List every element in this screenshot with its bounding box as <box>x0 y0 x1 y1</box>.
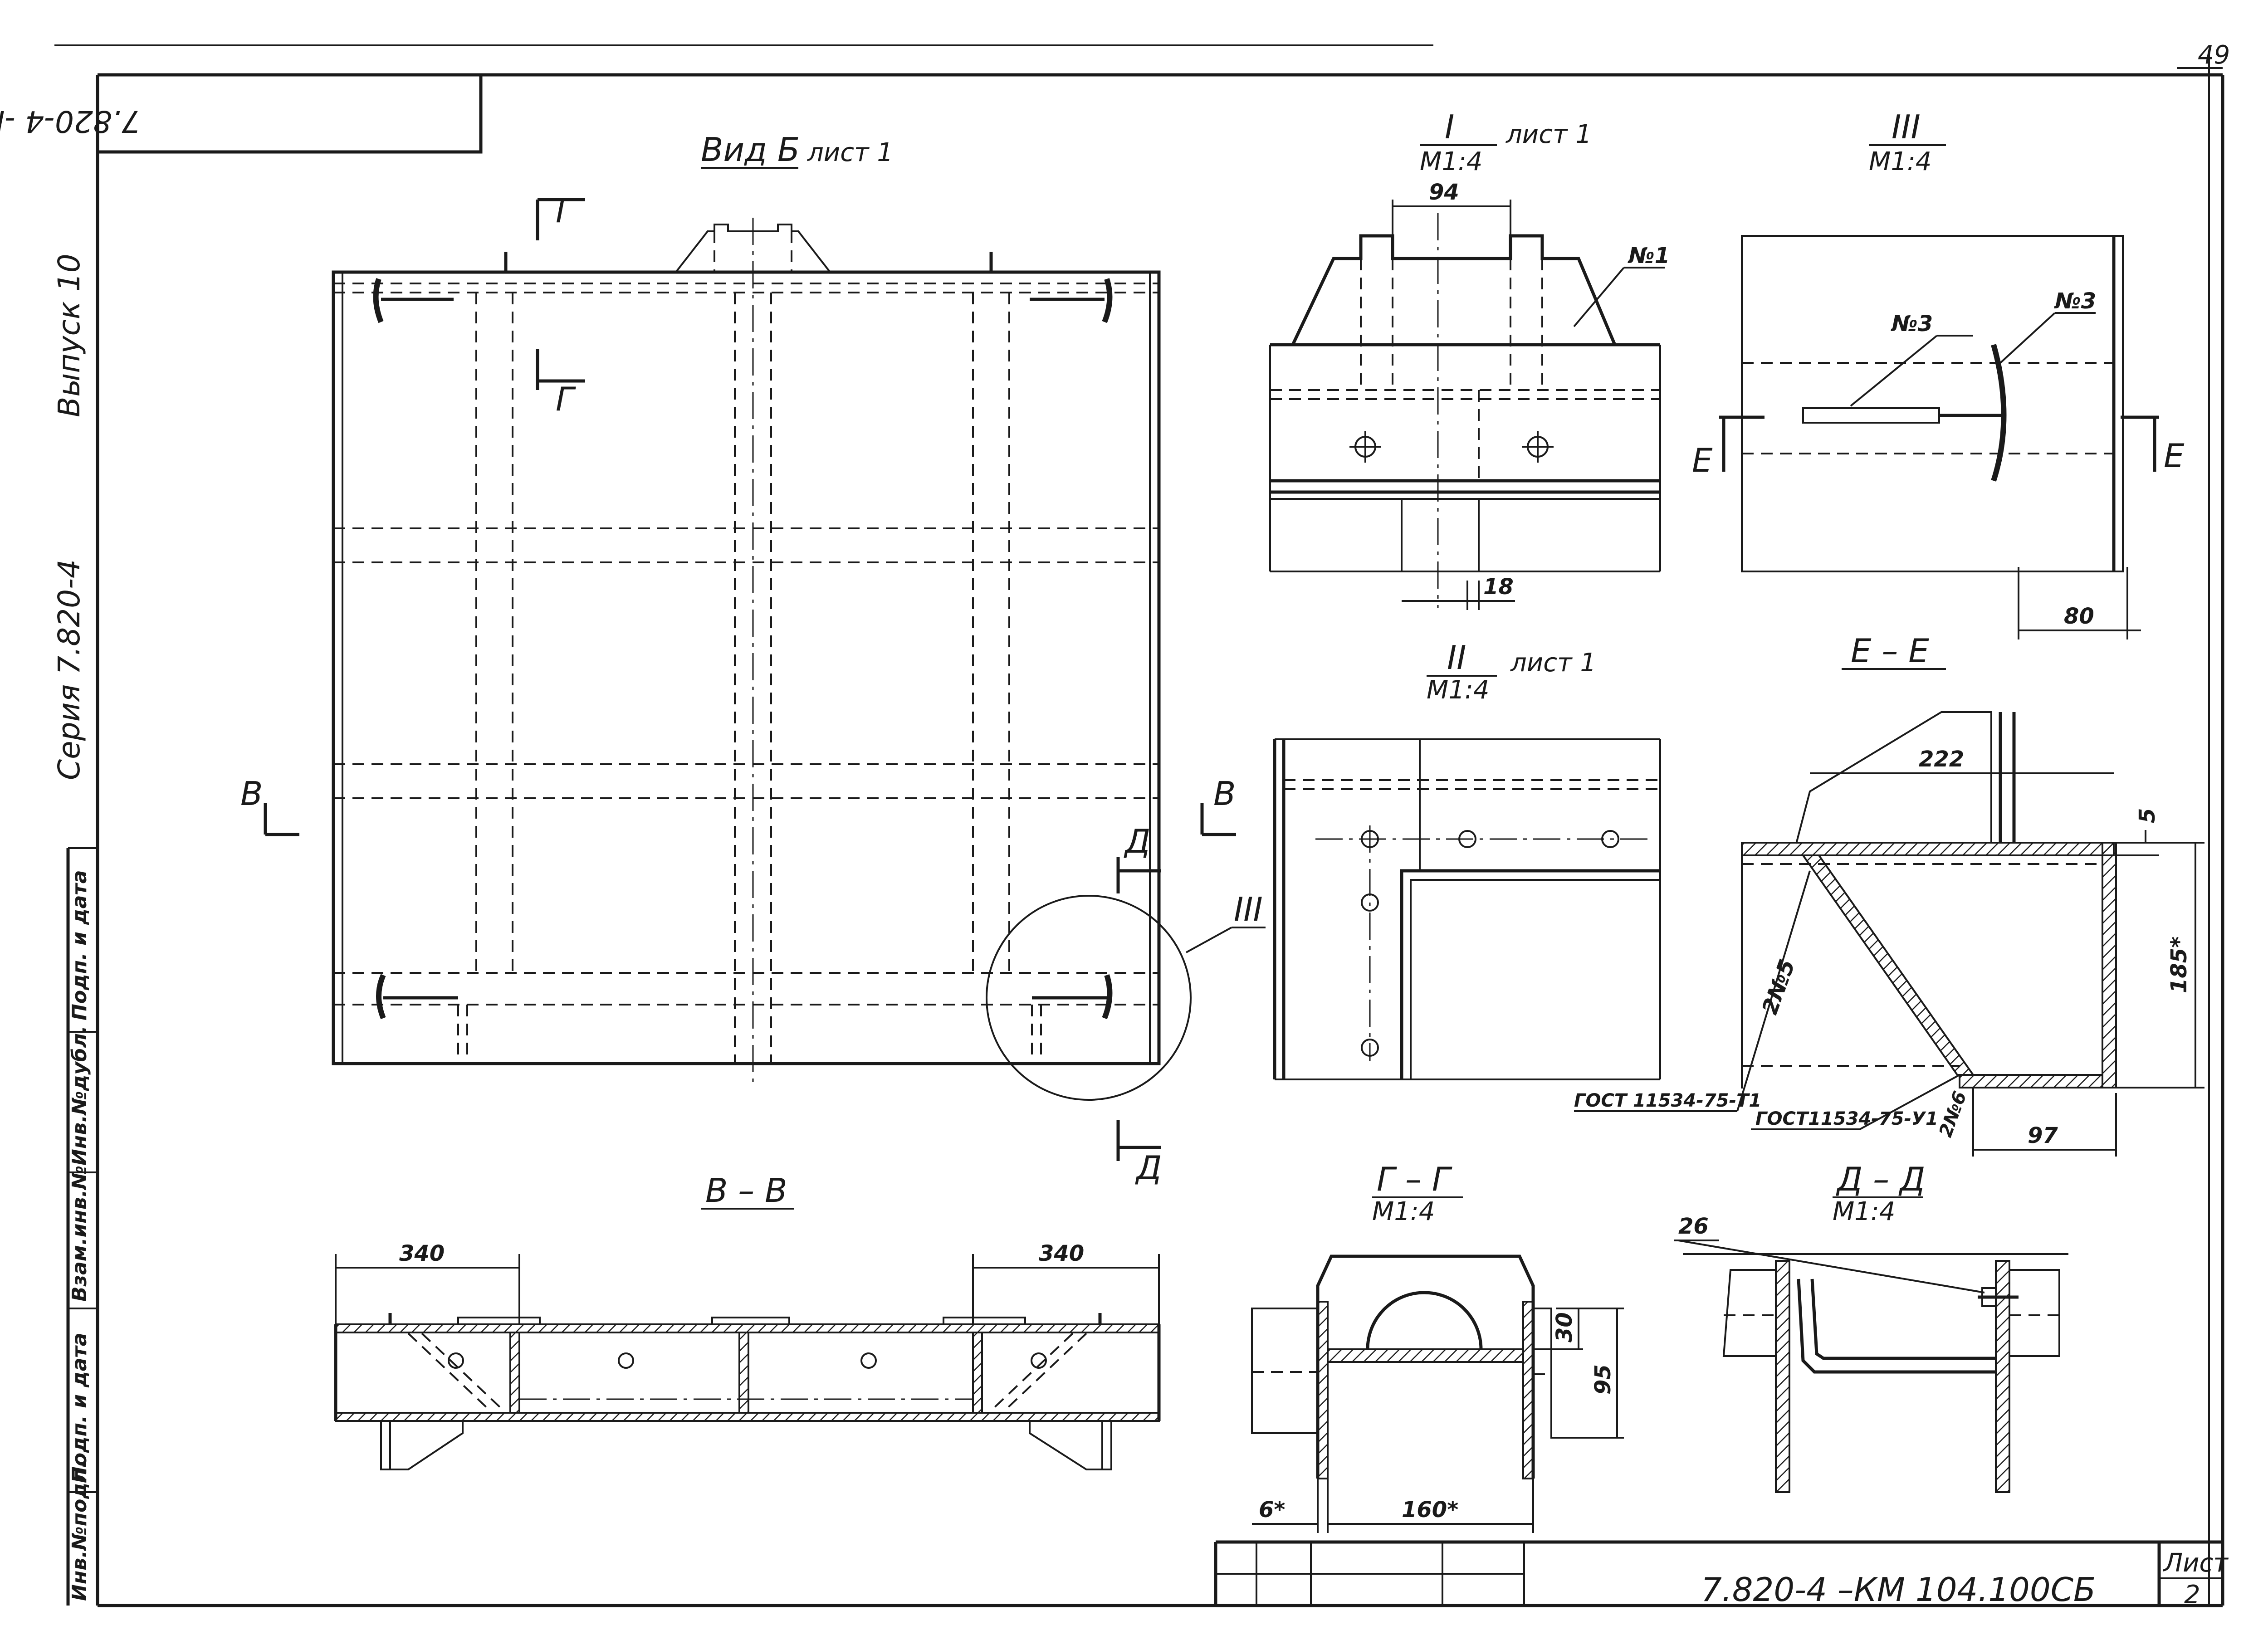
section-g-g-title: Г – Г <box>1377 1160 1452 1198</box>
detail-1-dim-18: 18 <box>1483 574 1514 600</box>
section-e-e-title: Е – Е <box>1851 632 1929 670</box>
section-g-g <box>1251 1196 1624 1533</box>
section-e-e <box>1574 668 2204 1157</box>
view-b <box>264 167 1266 1161</box>
detail-1-num: I <box>1445 108 1454 146</box>
section-e-e-weld-1: ГОСТ 11534-75-Т1 <box>1574 1090 1761 1111</box>
section-v-v-dim-right: 340 <box>1039 1241 1084 1266</box>
callout-iii: III <box>1234 890 1263 928</box>
detail-3-cut-left: Е <box>1692 441 1713 479</box>
detail-1-dim-94: 94 <box>1429 180 1459 205</box>
detail-1 <box>1269 144 1665 610</box>
title-block-sheet-label: Лист <box>2163 1548 2229 1578</box>
page-number: 49 <box>2198 40 2230 70</box>
section-e-e-part-5: 2№5 <box>1757 956 1800 1018</box>
cut-g-bottom: Г <box>556 380 576 418</box>
detail-3 <box>1719 144 2159 639</box>
detail-2 <box>1273 675 1661 1080</box>
detail-2-num: II <box>1447 639 1466 677</box>
section-e-e-weld-2: ГОСТ11534-75-У1 <box>1755 1108 1938 1129</box>
section-d-d-scale: М1:4 <box>1833 1197 1895 1226</box>
section-v-v-dim-left: 340 <box>399 1241 445 1266</box>
section-v-v <box>334 1208 1161 1470</box>
cut-d-top: Д <box>1124 822 1150 860</box>
section-g-g-dim-160: 160* <box>1402 1497 1458 1523</box>
sheet-frame <box>54 44 2224 1607</box>
section-e-e-part-6: 2№6 <box>1935 1088 1971 1140</box>
stamp-cell-3: Взам.инв.№ <box>68 1166 91 1302</box>
top-left-code: 7.820-4 -КМ 104.100СБ <box>0 104 141 139</box>
stamp-cell-4: Подп. и дата <box>68 1332 91 1483</box>
section-g-g-dim-6: 6* <box>1259 1497 1286 1523</box>
section-d-d <box>1674 1196 2068 1493</box>
detail-3-part-b: №3 <box>2054 288 2096 314</box>
top-left-code-box: 7.820-4 -КМ 104.100СБ <box>0 75 483 154</box>
title-block-sheet-no: 2 <box>2184 1580 2200 1610</box>
stamp-cell-2: Инв.№дубл. <box>68 1025 91 1166</box>
section-d-d-dim-26: 26 <box>1678 1214 1709 1239</box>
section-e-e-dim-185: 185* <box>2166 937 2192 993</box>
section-g-g-scale: М1:4 <box>1372 1197 1435 1226</box>
title-block <box>1214 1540 2223 1606</box>
stamp-cell-1: Подп. и дата <box>68 870 91 1020</box>
detail-2-scale: М1:4 <box>1427 675 1489 705</box>
left-stamp-strip <box>66 847 98 1606</box>
stamp-cell-5: Инв.№подл. <box>68 1460 91 1601</box>
detail-3-cut-right: Е <box>2164 437 2185 475</box>
detail-3-part-a: №3 <box>1891 311 1933 337</box>
cut-v-right: В <box>1213 775 1236 813</box>
side-issue-label: Выпуск 10 <box>52 254 87 417</box>
detail-1-sheet-ref: лист 1 <box>1505 120 1592 149</box>
detail-2-sheet-ref: лист 1 <box>1510 648 1596 678</box>
section-g-g-dim-95: 95 <box>1590 1364 1616 1395</box>
section-e-e-dim-97: 97 <box>2028 1123 2058 1148</box>
view-b-title: Вид Б <box>701 131 800 169</box>
title-block-code: 7.820-4 –КМ 104.100СБ <box>1701 1571 2096 1609</box>
side-series-label: Серия 7.820-4 <box>52 559 87 780</box>
view-b-sheet-ref: лист 1 <box>807 138 893 167</box>
section-g-g-dim-30: 30 <box>1552 1312 1577 1342</box>
detail-1-scale: М1:4 <box>1420 147 1482 176</box>
cut-g-top: Г <box>556 192 576 230</box>
section-e-e-dim-5: 5 <box>2135 808 2160 823</box>
section-e-e-dim-222: 222 <box>1919 747 1964 772</box>
detail-3-dim-80: 80 <box>2064 604 2094 629</box>
cut-d-bottom: Д <box>1135 1149 1162 1187</box>
section-d-d-title: Д – Д <box>1836 1160 1925 1198</box>
detail-1-part: №1 <box>1628 243 1670 268</box>
detail-3-num: III <box>1892 108 1921 146</box>
section-v-v-title: В – В <box>705 1171 787 1210</box>
detail-3-scale: М1:4 <box>1869 147 1931 176</box>
cut-v-left: В <box>240 775 263 813</box>
